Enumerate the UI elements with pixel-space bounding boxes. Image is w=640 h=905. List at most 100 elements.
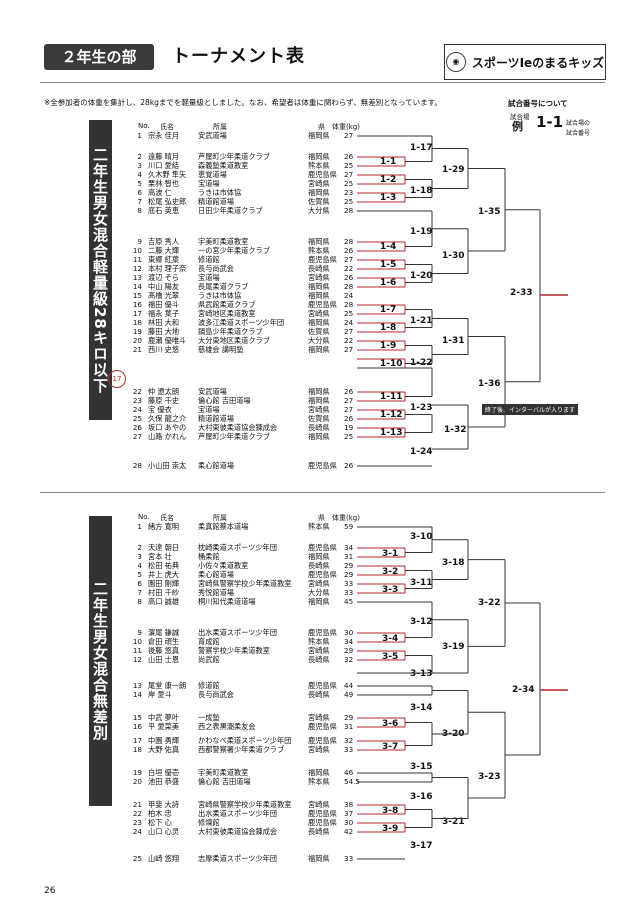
sidebar-open: 二年生男女混合無差別	[89, 516, 112, 806]
entry-pref: 福岡県	[308, 188, 330, 197]
entry-club: 森義塾柔道教室	[198, 161, 249, 170]
entry-no: 15	[132, 291, 142, 300]
section-divider	[40, 492, 605, 493]
key-court-label: 試合場	[510, 113, 530, 121]
entry-weight: 59	[344, 522, 354, 531]
match-number: 1-30	[442, 251, 465, 261]
entry-no: 26	[132, 423, 142, 432]
entry-name: 藤田 大地	[148, 327, 180, 336]
entry-club: 倫心館 吉田道場	[198, 396, 251, 405]
entry-no: 8	[137, 597, 142, 606]
match-number: 3-23	[478, 772, 501, 782]
match-number: 3-8	[382, 805, 399, 816]
entry-no: 10	[132, 637, 142, 646]
page-number: 26	[44, 886, 56, 896]
entry-weight: 28	[344, 282, 354, 291]
entry-no: 16	[132, 722, 142, 731]
entry-name: 池田 恭盛	[148, 777, 180, 786]
entry-club: 日田少年柔道クラブ	[198, 206, 263, 215]
entry-club: 県武館柔道クラブ	[198, 300, 256, 309]
entry-weight: 27	[344, 327, 354, 336]
match-number: 2-33	[510, 288, 533, 298]
entry-pref: 宮崎県	[308, 273, 330, 282]
entry-pref: 宮崎県	[308, 646, 330, 655]
entry-club: 柔心館道場	[198, 570, 234, 579]
match-number: 3-6	[382, 718, 399, 729]
entry-no: 2	[137, 543, 142, 552]
match-number: 1-9	[380, 340, 397, 351]
entry-club: 宝道場	[198, 405, 220, 414]
match-number: 1-18	[410, 186, 433, 196]
entry-weight: 28	[344, 237, 354, 246]
entry-name: 渡辺 そら	[148, 273, 180, 282]
entry-weight: 30	[344, 628, 354, 637]
entry-no: 8	[137, 206, 142, 215]
entry-name: 中園 勇輝	[148, 736, 180, 745]
entry-club: 秀悦館道場	[198, 588, 234, 597]
entry-name: 二藤 大輝	[148, 246, 180, 255]
entry-weight: 31	[344, 552, 354, 561]
entry-pref: 福岡県	[308, 282, 330, 291]
entry-no: 11	[132, 255, 142, 264]
entry-club: 宝道場	[198, 179, 220, 188]
entry-pref: 宮崎県	[308, 309, 330, 318]
entry-no: 3	[137, 161, 142, 170]
entry-club: 修煉館	[198, 818, 220, 827]
match-number: 1-4	[380, 241, 397, 252]
entry-pref: 長崎県	[308, 655, 330, 664]
entry-no: 5	[137, 570, 142, 579]
entry-club: 一の宮少年柔道クラブ	[198, 246, 270, 255]
entry-weight: 25	[344, 197, 354, 206]
match-number: 1-29	[442, 165, 465, 175]
entry-pref: 福岡県	[308, 432, 330, 441]
entry-pref: 熊本県	[308, 777, 330, 786]
entry-weight: 29	[344, 646, 354, 655]
entry-weight: 31	[344, 722, 354, 731]
entry-weight: 25	[344, 161, 354, 170]
entry-no: 18	[132, 318, 142, 327]
entry-club: 柔真館蔡本道場	[198, 522, 249, 531]
entry-club: 枕崎柔道スポーツ少年団	[198, 543, 277, 552]
entry-name: 中武 夢叶	[148, 713, 180, 722]
col-header-no: No.	[138, 122, 150, 130]
entry-weight: 22	[344, 336, 354, 345]
entry-no: 5	[137, 179, 142, 188]
entry-no: 1	[137, 131, 142, 140]
entry-no: 13	[132, 273, 142, 282]
entry-name: 天達 朝日	[148, 543, 180, 552]
entry-name: 白垣 優壱	[148, 768, 180, 777]
match-number: 3-9	[382, 823, 399, 834]
entry-no: 20	[132, 777, 142, 786]
entry-club: うきは市体協	[198, 188, 242, 197]
entry-club: 西都警察署少年柔道クラブ	[198, 745, 285, 754]
entry-no: 10	[132, 246, 142, 255]
col-header-name: 氏名	[160, 123, 174, 131]
entry-club: 大村東彼柔道協会錬成会	[198, 827, 278, 836]
entry-pref: 宮崎県	[308, 179, 330, 188]
interval-note: 終了後、インターバルが入ります	[482, 404, 578, 415]
entry-weight: 33	[344, 854, 354, 863]
entry-weight: 26	[344, 414, 354, 423]
entry-pref: 宮崎県	[308, 713, 330, 722]
entry-no: 23	[132, 818, 142, 827]
entry-club: 宮崎県警察学校少年柔道教室	[198, 800, 292, 809]
entry-weight: 22	[344, 264, 354, 273]
entry-weight: 34	[344, 543, 354, 552]
entry-no: 12	[132, 655, 142, 664]
match-number: 1-3	[380, 192, 397, 203]
entry-pref: 大分県	[308, 206, 330, 215]
entry-weight: 27	[344, 131, 354, 140]
entry-pref: 大分県	[308, 588, 330, 597]
